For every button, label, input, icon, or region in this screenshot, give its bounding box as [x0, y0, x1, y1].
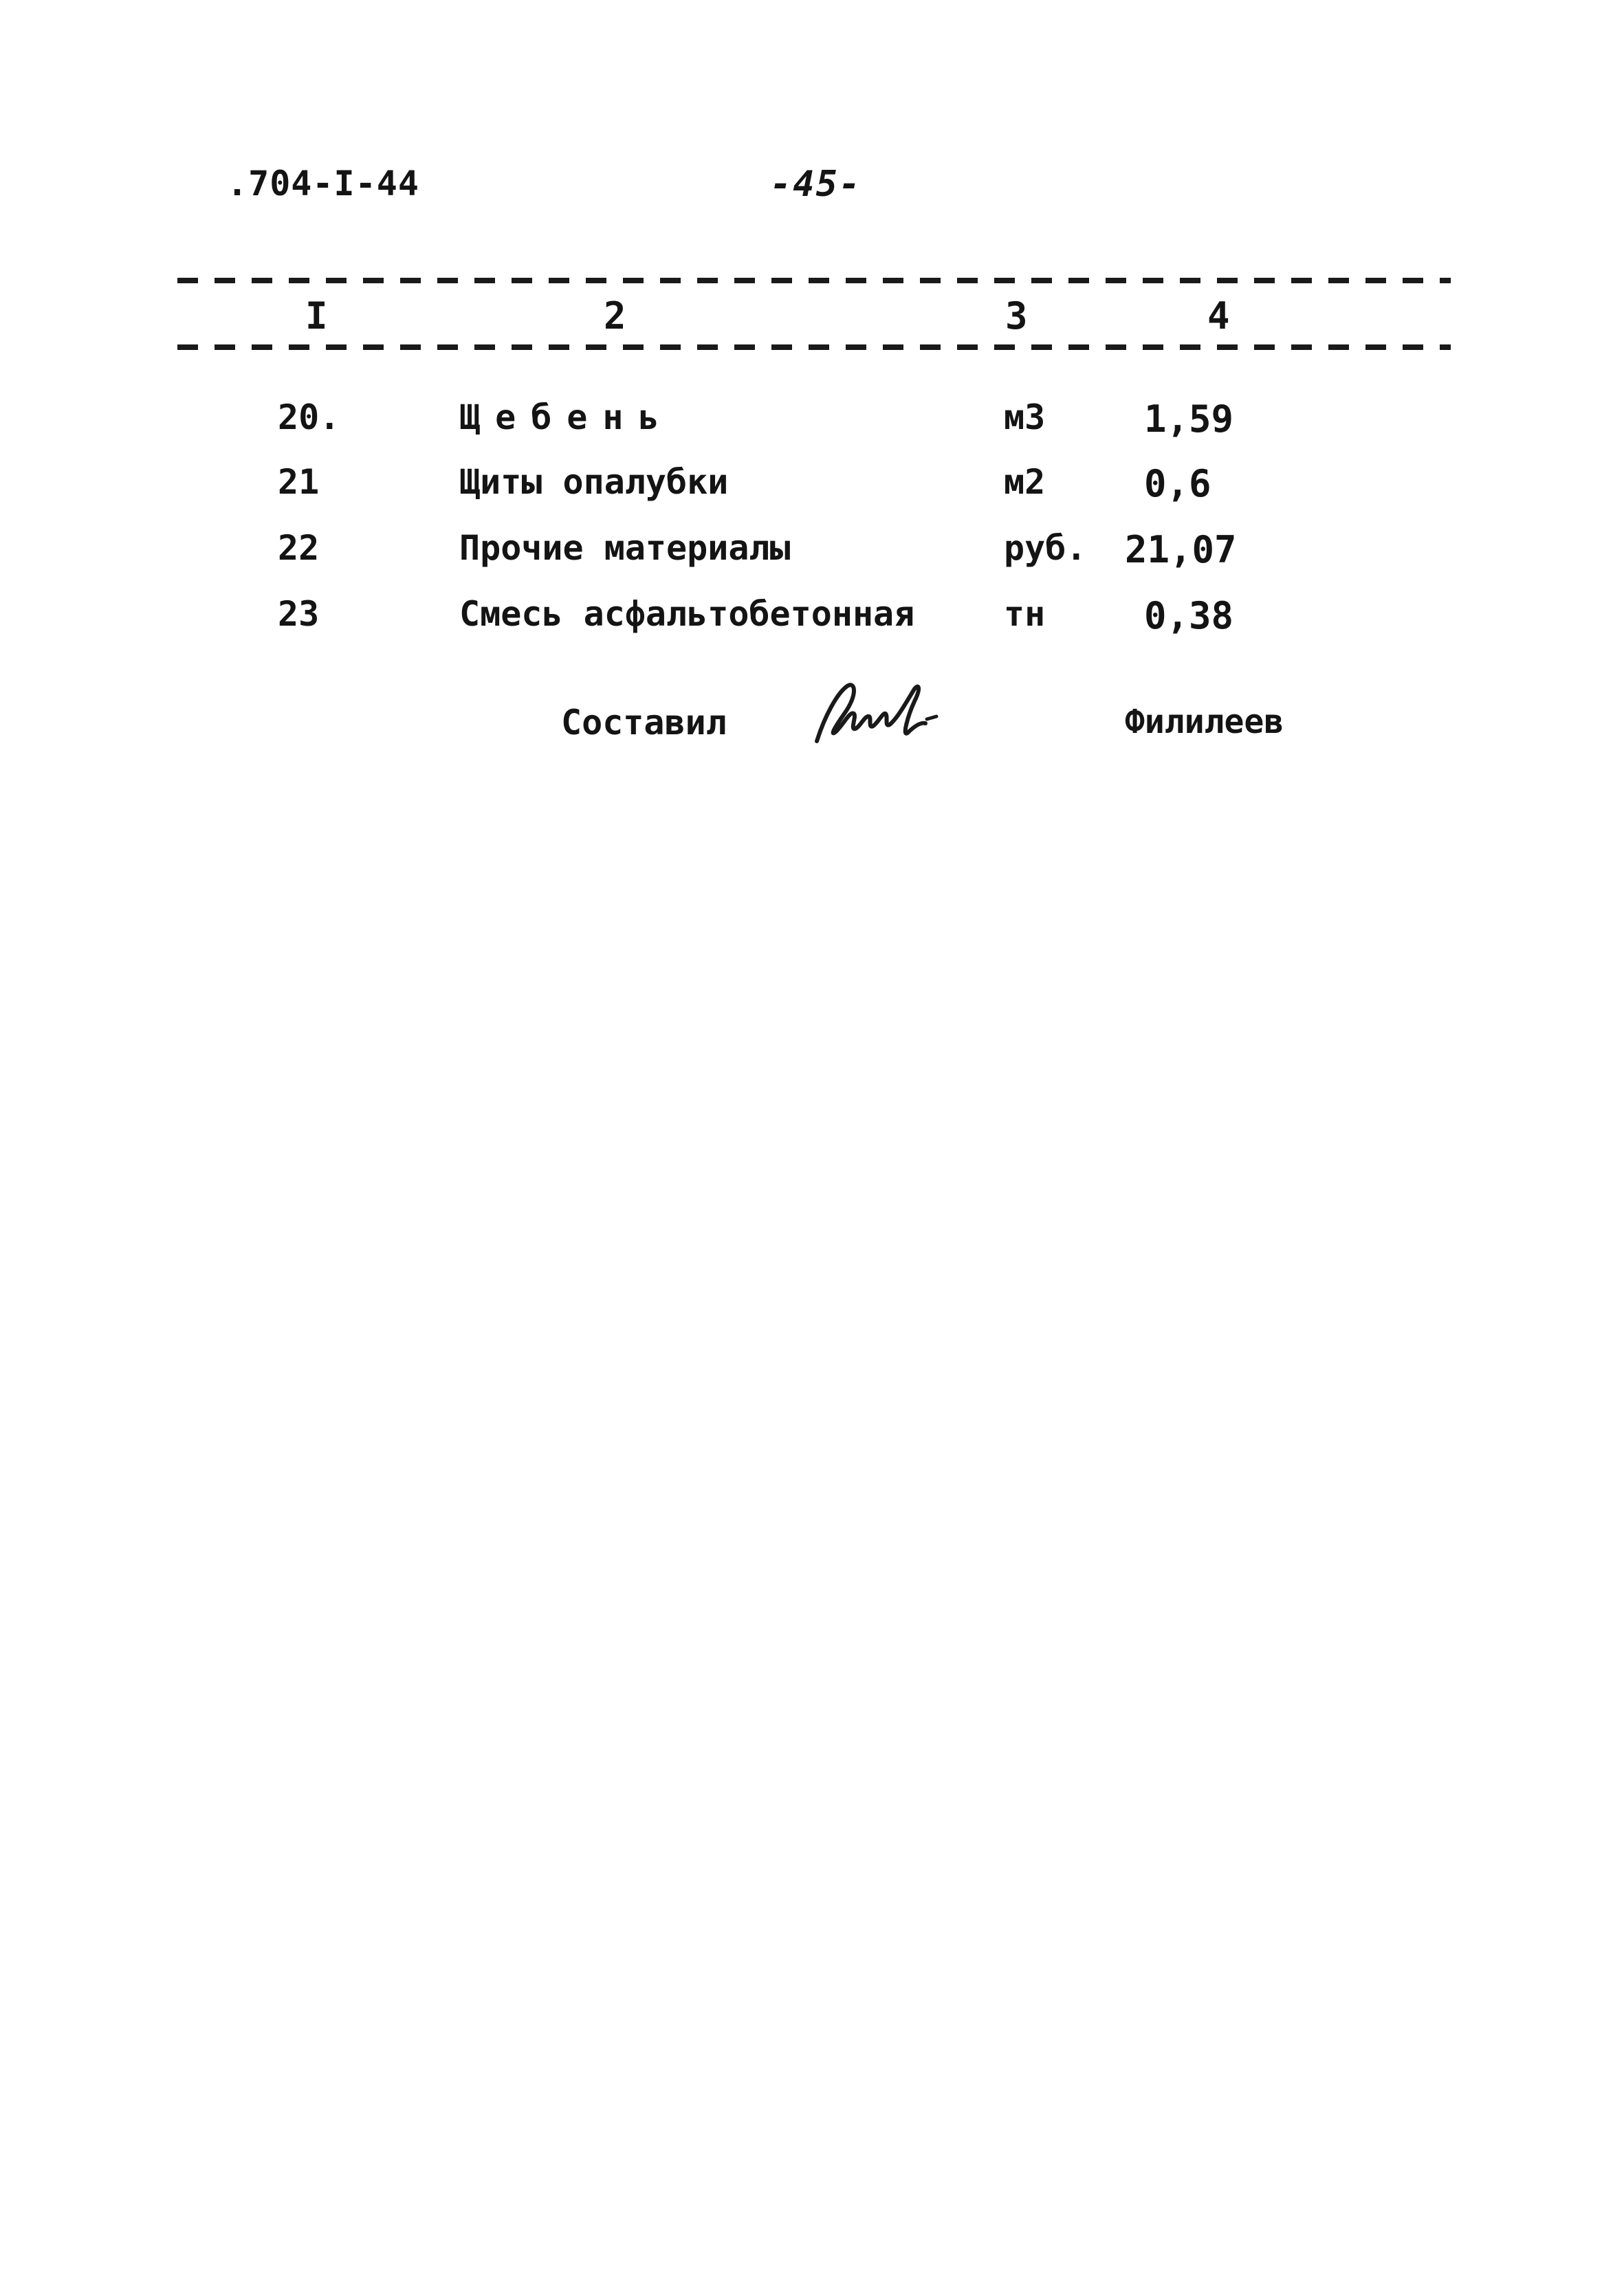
unit: руб. [1004, 528, 1087, 568]
quantity: 1,59 [1144, 397, 1234, 441]
table-header-rule [177, 344, 1451, 350]
material-name: Прочие материалы [459, 528, 791, 568]
table-row: 23 Смесь асфальтобетонная тн 0,38 [0, 594, 1624, 649]
column-header-3: 3 [1005, 294, 1028, 338]
table-row: 20. Щебень м3 1,59 [0, 397, 1624, 452]
row-number: 21 [278, 462, 320, 502]
quantity: 0,6 [1144, 462, 1211, 505]
table-row: 22 Прочие материалы руб. 21,07 [0, 528, 1624, 583]
table-top-rule [177, 278, 1451, 283]
row-number: 20. [278, 397, 340, 437]
compiled-by-label: Составил [561, 703, 727, 743]
unit: тн [1004, 594, 1046, 634]
unit: м3 [1004, 397, 1046, 437]
unit: м2 [1004, 462, 1046, 502]
material-name: Щебень [459, 397, 674, 437]
page-number: -45- [770, 164, 862, 205]
row-number: 23 [278, 594, 320, 634]
column-header-4: 4 [1207, 294, 1230, 338]
column-header-2: 2 [604, 294, 626, 338]
quantity: 0,38 [1144, 594, 1234, 637]
row-number: 22 [278, 528, 320, 568]
material-name: Смесь асфальтобетонная [459, 594, 915, 634]
compiler-name: Филилеев [1125, 703, 1284, 741]
quantity: 21,07 [1125, 528, 1237, 571]
material-name: Щиты опалубки [459, 462, 729, 502]
column-header-1: I [305, 294, 328, 338]
table-row: 21 Щиты опалубки м2 0,6 [0, 462, 1624, 517]
document-code: .704-I-44 [227, 164, 419, 204]
handwritten-signature [815, 683, 939, 743]
